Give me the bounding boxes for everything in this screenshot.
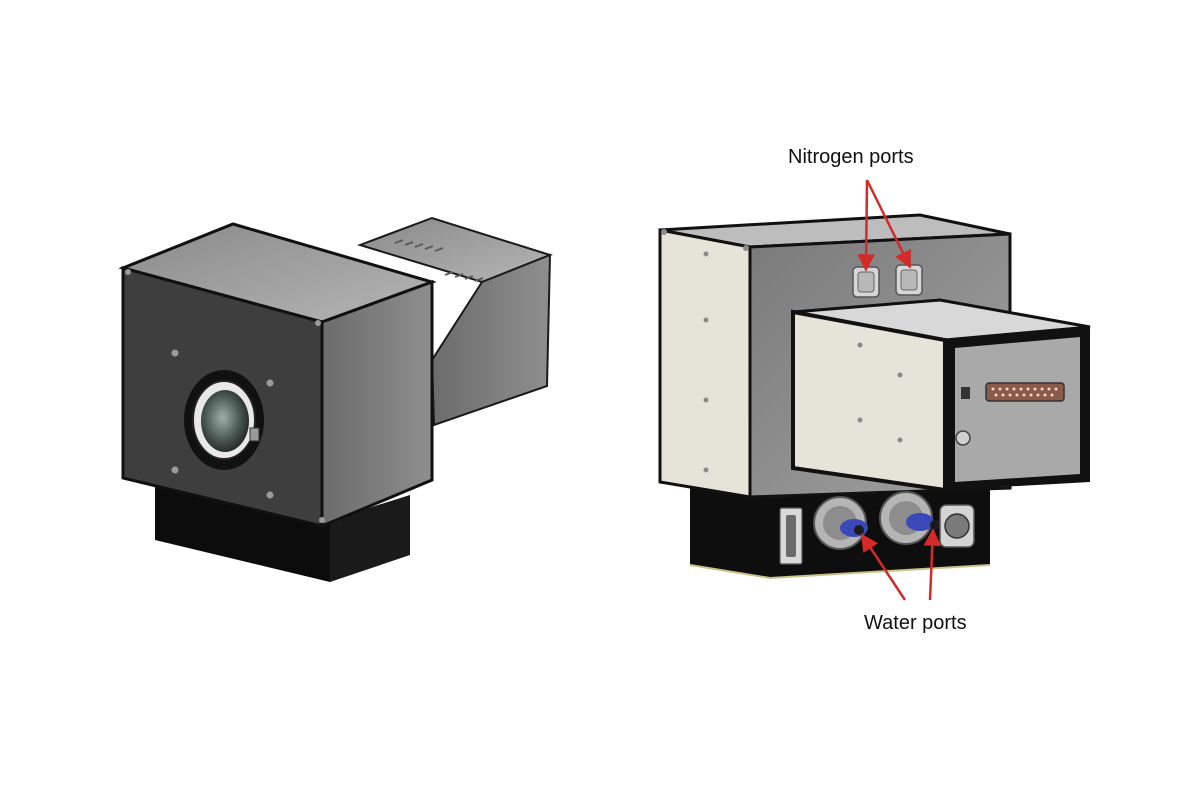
front-screws (125, 269, 325, 523)
main-housing-side (320, 279, 434, 529)
rear-housing-side (430, 253, 552, 427)
db-connector (985, 382, 1065, 402)
rear-housing-side-panel (658, 228, 752, 499)
power-connector (939, 504, 975, 548)
connector-box-side (791, 309, 947, 493)
bottom-dsub-connector (779, 507, 803, 565)
nitrogen-port-left (852, 266, 880, 298)
camera-rear-view (658, 179, 1091, 601)
water-port-left (813, 496, 868, 550)
vent-slots (394, 239, 484, 282)
mount-base-front (155, 480, 330, 582)
side-panel-screws (661, 229, 749, 473)
lens-mount (184, 370, 264, 470)
nitrogen-ports-label: Nitrogen ports (788, 146, 914, 168)
water-arrows (860, 528, 942, 601)
camera-front-view (118, 216, 553, 582)
nitrogen-arrows (857, 179, 912, 272)
ground-terminal (955, 430, 971, 446)
water-ports-label: Water ports (864, 612, 967, 634)
usb-port (961, 387, 970, 399)
nitrogen-port-right (895, 264, 923, 296)
water-port-right (879, 491, 940, 545)
connector-box-screws (857, 342, 903, 443)
connector-panel (955, 337, 1080, 482)
mount-base-side (330, 495, 410, 582)
